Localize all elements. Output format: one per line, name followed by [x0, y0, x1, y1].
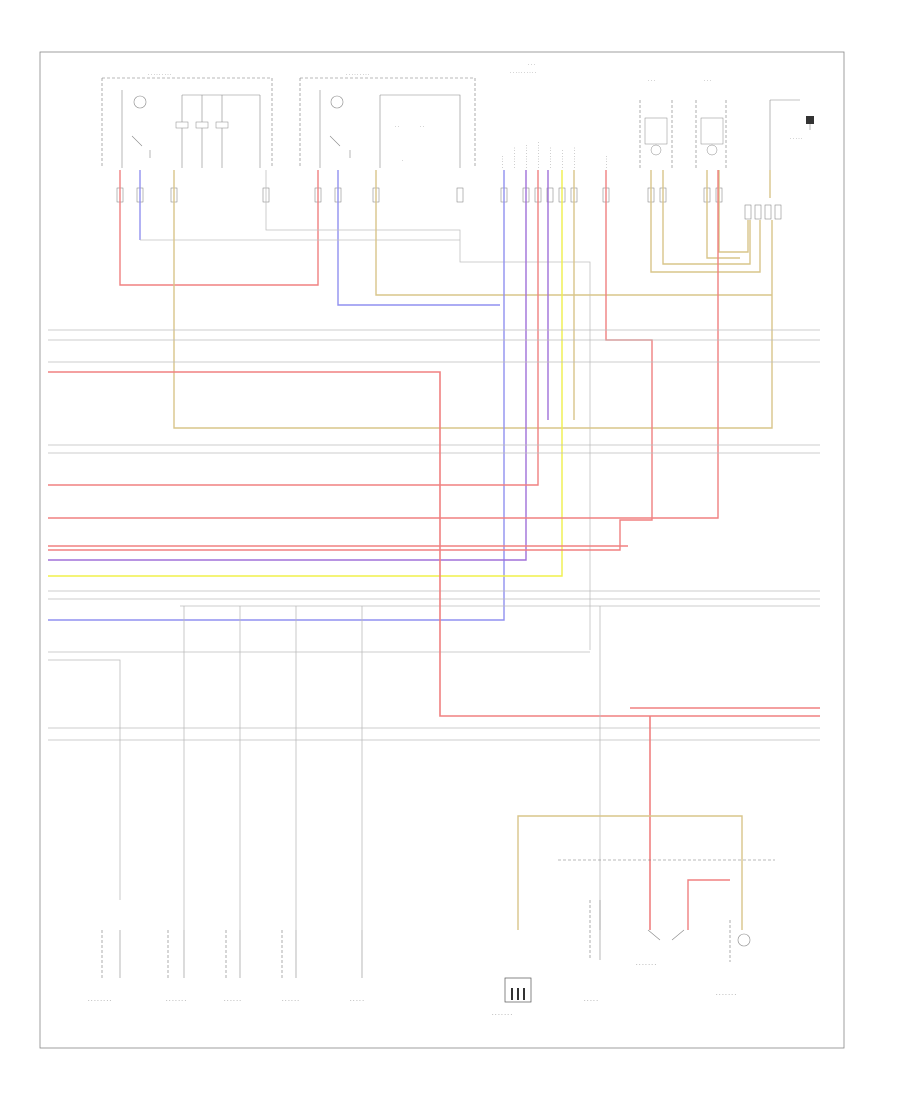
- svg-text:· · · · ·: · · · · ·: [350, 998, 364, 1004]
- right-rear-window-unit: · · · · · · · · · · · · · ·: [299, 72, 476, 168]
- svg-text:· · · · ·: · · · · ·: [604, 156, 609, 169]
- svg-text:· · · · · · ·: · · · · · · ·: [716, 992, 736, 998]
- svg-text:· · · · · · · ·: · · · · · · · ·: [88, 998, 111, 1004]
- svg-text:· · · · · · ·: · · · · · · ·: [492, 1012, 512, 1018]
- svg-text:· · · · · · · ·: · · · · · · · ·: [548, 147, 553, 168]
- svg-text:· ·: · ·: [420, 124, 424, 129]
- svg-text:· · · · · · · ·: · · · · · · · ·: [572, 147, 577, 168]
- svg-text:· · · · · · · · · ·: · · · · · · · · · ·: [510, 70, 536, 75]
- motor-icon: [330, 95, 344, 109]
- relay-switch: · · · · · · ·: [636, 929, 685, 968]
- lamp-units: · · · · · · · · · · ·: [639, 78, 814, 170]
- bottom-components: · · · · · · · · · · · · · · · · · · · · …: [88, 900, 751, 1018]
- sensor-unit: · · · · ·: [584, 900, 601, 1004]
- switch-drops: [183, 606, 601, 930]
- svg-text:· · · · · · · ·: · · · · · · · ·: [512, 147, 517, 168]
- svg-text:· · · · · · ·: · · · · · · ·: [166, 998, 186, 1004]
- relay-column: · · · · · · · · · · · · · · · · · · · · …: [500, 62, 609, 168]
- motor-icon: [737, 933, 751, 947]
- svg-text:· · · · · · · · ·: · · · · · · · · ·: [524, 145, 529, 169]
- wires-top: [48, 170, 773, 650]
- bottom-right-wiring: [517, 815, 775, 930]
- switch-2: · · · · · · ·: [166, 930, 186, 1004]
- ground-terminal: [806, 116, 814, 124]
- motor-icon: [133, 95, 147, 109]
- left-rear-window-unit: · · · · · · · · ·: [101, 72, 273, 168]
- svg-text:· · · · · · · · ·: · · · · · · · · ·: [148, 72, 172, 77]
- svg-text:· · ·: · · ·: [528, 62, 535, 67]
- lamp-icon: [706, 144, 718, 156]
- motor-unit: · · · · · · ·: [716, 920, 751, 998]
- bus-lines: [48, 329, 820, 900]
- svg-text:· · · · · · ·: · · · · · · ·: [560, 150, 565, 168]
- main-feed: [48, 371, 820, 930]
- switch-4: · · · · · ·: [281, 930, 299, 1004]
- svg-text:· · · · · · · · · ·: · · · · · · · · · ·: [536, 142, 541, 168]
- svg-text:· · ·: · · ·: [648, 78, 655, 83]
- svg-text:· · · · · ·: · · · · · ·: [282, 998, 299, 1004]
- ground-connector: · · · · · · ·: [492, 977, 532, 1018]
- diagram-frame: [39, 51, 845, 1049]
- svg-text:· ·: · ·: [395, 124, 399, 129]
- svg-text:· · · · · · ·: · · · · · · ·: [636, 962, 656, 968]
- svg-text:· · ·: · · ·: [704, 78, 711, 83]
- svg-text:· · · · · · · · ·: · · · · · · · · ·: [346, 72, 370, 77]
- switch-5: · · · · ·: [350, 930, 364, 1004]
- connector-stubs: [116, 187, 782, 220]
- switch-1: · · · · · · · ·: [88, 930, 121, 1004]
- svg-text:· · · · ·: · · · · ·: [790, 136, 803, 141]
- svg-text:· · · · ·: · · · · ·: [584, 998, 598, 1004]
- svg-text:·: ·: [402, 158, 404, 163]
- svg-text:· · · · · ·: · · · · · ·: [224, 998, 241, 1004]
- switch-3: · · · · · ·: [224, 930, 241, 1004]
- svg-text:· · · · ·: · · · · ·: [500, 156, 505, 169]
- lamp-icon: [650, 144, 662, 156]
